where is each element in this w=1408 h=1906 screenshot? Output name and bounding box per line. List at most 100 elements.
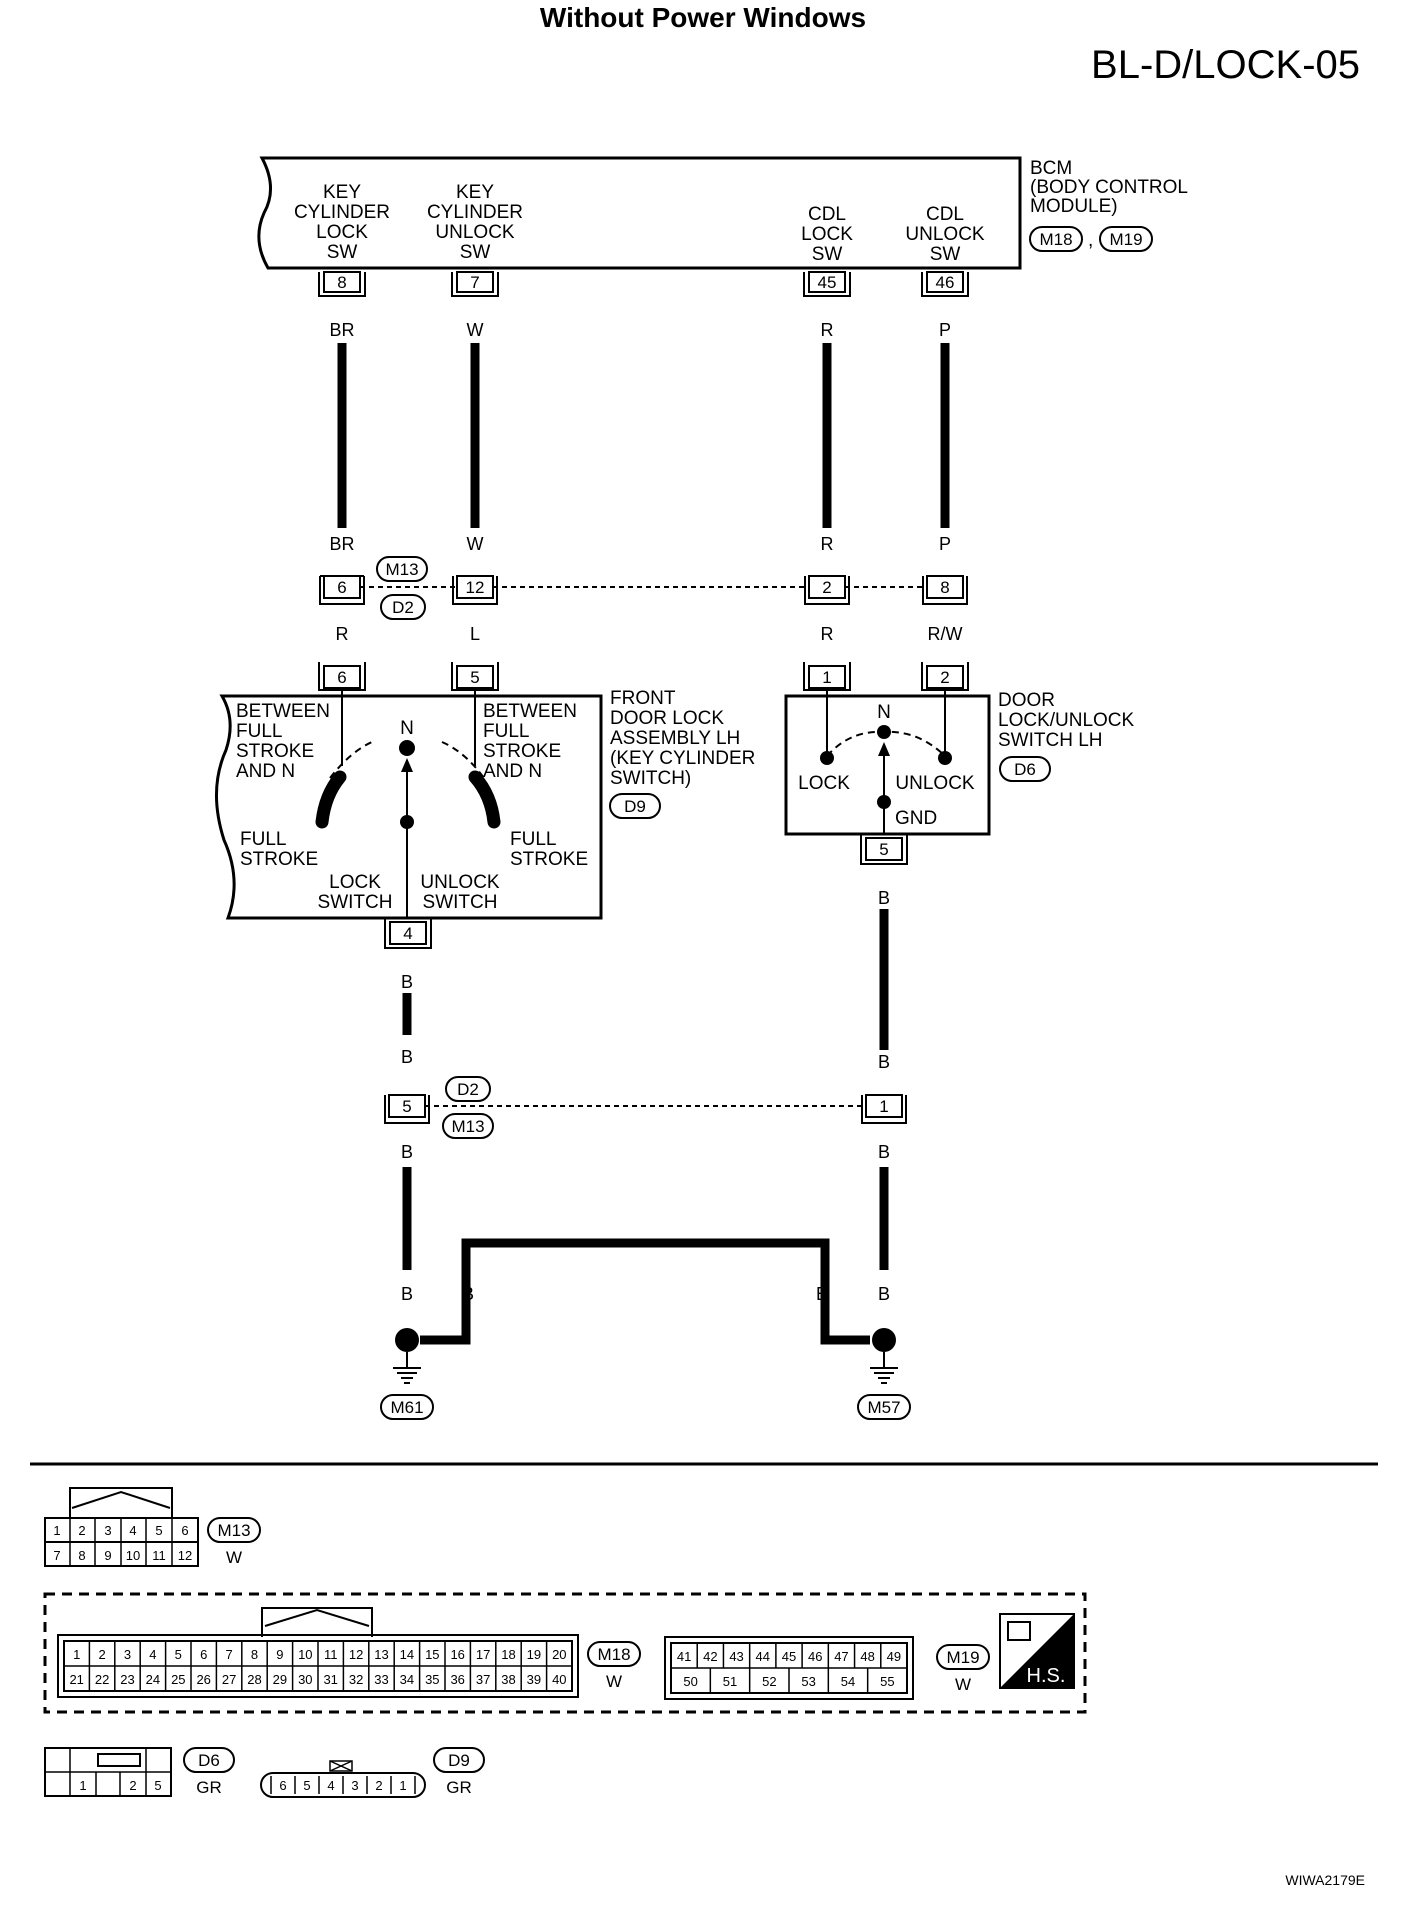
- m18-pin-39: 39: [527, 1672, 541, 1687]
- m18-pin-7: 7: [225, 1647, 232, 1662]
- bcm-pin-8-name-3: LOCK: [316, 222, 368, 243]
- ground-m61: M61: [380, 1328, 434, 1420]
- door-switch-gnd-label: GND: [895, 808, 937, 829]
- bcm-pin-8-name-1: KEY: [323, 182, 361, 203]
- bcm-pin-8: 8: [318, 271, 366, 297]
- joint-connector-lower: 5 1 D2 M13: [384, 1076, 907, 1139]
- front-lock-title-1: FRONT: [610, 688, 676, 709]
- joint-lower-tag-d2: D2: [445, 1076, 491, 1102]
- wire-label-r-low: R: [336, 624, 349, 644]
- bcm-pin-7-name-1: KEY: [456, 182, 494, 203]
- m18-pin-16: 16: [450, 1647, 464, 1662]
- m18-pin-35: 35: [425, 1672, 439, 1687]
- wire-label-l-low: L: [470, 624, 480, 644]
- front-lock-between-left-4: AND N: [236, 761, 295, 782]
- front-lock-pin-5: 5: [451, 662, 499, 691]
- bcm-pin-7-name-3: UNLOCK: [435, 222, 515, 243]
- m18-pin-15: 15: [425, 1647, 439, 1662]
- front-lock-between-left-2: FULL: [236, 721, 282, 742]
- wire-label-r-low-2: R: [821, 624, 834, 644]
- m13-pin-12: 12: [178, 1548, 192, 1563]
- bcm-module: BCM (BODY CONTROL MODULE) M18 , M19 KEY …: [257, 156, 1188, 270]
- m19-pin-53: 53: [801, 1674, 815, 1689]
- bcm-name-line-1: BCM: [1030, 158, 1072, 179]
- svg-text:D9: D9: [624, 797, 646, 816]
- m18-id: M18: [597, 1645, 630, 1664]
- front-lock-title-5: SWITCH): [610, 768, 691, 789]
- joint-tag-m13: M13: [376, 556, 428, 582]
- d6-pin-5: 5: [154, 1778, 161, 1793]
- joint-lower-pin-1: 1: [861, 1094, 907, 1124]
- m13-pin-8: 8: [78, 1548, 85, 1563]
- svg-text:5: 5: [879, 840, 888, 859]
- door-lock-unlock-switch: 1 2 N LOCK UNLOCK GND DOOR LOCK/UNLOCK S…: [784, 662, 1135, 865]
- wire-label-b-7: B: [878, 1284, 890, 1304]
- d9-color: GR: [446, 1778, 472, 1797]
- front-lock-n-label: N: [400, 718, 414, 739]
- m13-pin-5: 5: [155, 1523, 162, 1538]
- wire-label-b-6: B: [816, 1284, 828, 1304]
- bcm-pin-45-name-2: LOCK: [801, 224, 853, 245]
- m18-pin-29: 29: [273, 1672, 287, 1687]
- bcm-pin-7: 7: [451, 271, 499, 297]
- wire-label-rw-low: R/W: [928, 624, 963, 644]
- m18-pin-20: 20: [552, 1647, 566, 1662]
- footer-code: WIWA2179E: [1285, 1872, 1365, 1888]
- bcm-name-line-3: MODULE): [1030, 196, 1118, 217]
- svg-text:5: 5: [470, 668, 479, 687]
- wire-label-p-top: P: [939, 320, 951, 340]
- front-lock-full-left-1: FULL: [240, 829, 286, 850]
- m13-pin-7: 7: [53, 1548, 60, 1563]
- d9-id: D9: [448, 1751, 470, 1770]
- m19-id: M19: [946, 1648, 979, 1667]
- front-lock-full-right-1: FULL: [510, 829, 556, 850]
- m18-pin-11: 11: [324, 1647, 338, 1662]
- svg-text:M61: M61: [390, 1398, 423, 1417]
- bcm-connector-separator: ,: [1088, 230, 1093, 251]
- m18-pin-32: 32: [349, 1672, 363, 1687]
- d6-color: GR: [196, 1778, 222, 1797]
- wires-upper: [337, 343, 950, 528]
- svg-text:1: 1: [822, 668, 831, 687]
- joint-pin-8: 8: [922, 575, 968, 605]
- m18-pin-23: 23: [120, 1672, 134, 1687]
- svg-text:H.S.: H.S.: [1027, 1665, 1066, 1687]
- m18-pin-14: 14: [400, 1647, 414, 1662]
- joint-pin-12: 12: [452, 575, 498, 605]
- door-switch-lock-label: LOCK: [798, 773, 850, 794]
- front-lock-unlock-switch-1: UNLOCK: [420, 872, 500, 893]
- m19-pin-52: 52: [762, 1674, 776, 1689]
- connector-view-m13: 1 2 3 4 5 6 7 8 9 10 11 12 M13 W: [44, 1487, 261, 1567]
- d9-pin-2: 2: [375, 1778, 382, 1793]
- hs-badge: H.S.: [999, 1613, 1075, 1689]
- svg-text:4: 4: [403, 924, 412, 943]
- m18-pin-8: 8: [251, 1647, 258, 1662]
- m18-pin-24: 24: [146, 1672, 160, 1687]
- diagram-code: BL-D/LOCK-05: [1091, 43, 1360, 87]
- wire-label-b-2: B: [401, 1047, 413, 1067]
- front-lock-pin-6: 6: [318, 662, 366, 691]
- door-switch-n-label: N: [877, 702, 891, 723]
- m18-pin-13: 13: [374, 1647, 388, 1662]
- connector-view-d6: 1 2 5 D6 GR: [44, 1747, 235, 1797]
- joint-pin-2: 2: [804, 575, 850, 605]
- svg-text:6: 6: [337, 578, 346, 597]
- svg-text:D2: D2: [392, 598, 414, 617]
- m18-pin-40: 40: [552, 1672, 566, 1687]
- front-lock-between-left-1: BETWEEN: [236, 701, 330, 722]
- wire-label-b-9: B: [878, 1052, 890, 1072]
- door-switch-title-3: SWITCH LH: [998, 730, 1103, 751]
- svg-text:M19: M19: [1109, 230, 1142, 249]
- front-lock-between-right-2: FULL: [483, 721, 529, 742]
- wire-label-p-mid: P: [939, 534, 951, 554]
- m18-pin-6: 6: [200, 1647, 207, 1662]
- d9-pin-1: 1: [399, 1778, 406, 1793]
- wire-label-r-mid: R: [821, 534, 834, 554]
- door-switch-connector-tag: D6: [999, 756, 1051, 782]
- m13-id: M13: [217, 1521, 250, 1540]
- m19-color: W: [955, 1675, 971, 1694]
- front-lock-unlock-switch-2: SWITCH: [423, 892, 498, 913]
- m18-pin-34: 34: [400, 1672, 414, 1687]
